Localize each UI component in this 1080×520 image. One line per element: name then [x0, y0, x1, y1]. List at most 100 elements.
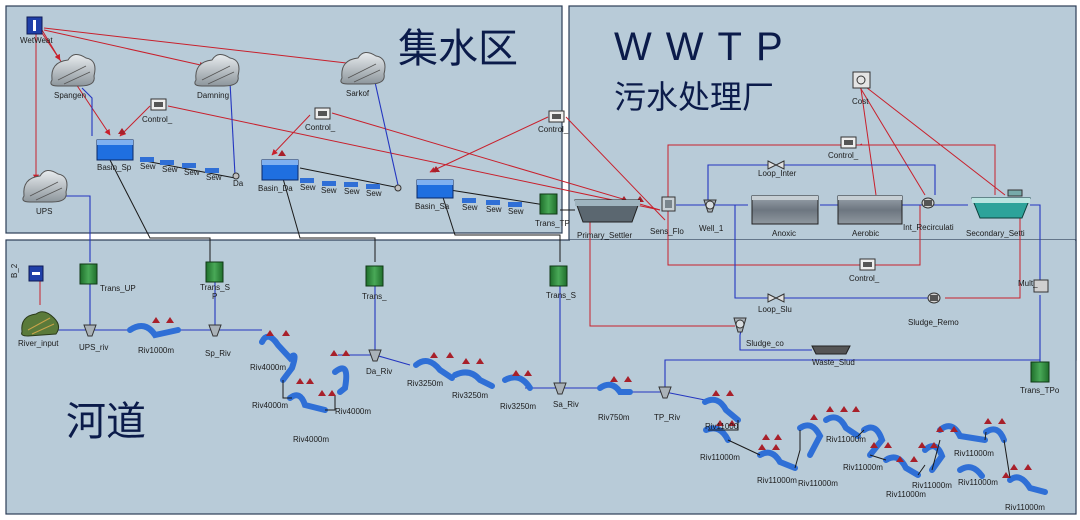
basin-sa[interactable]: Basin_Sa	[415, 179, 454, 211]
secondary-settler[interactable]: Secondary_Setti	[966, 189, 1031, 238]
sewer-segment[interactable]: Sew	[205, 168, 222, 182]
river-segment-labels: Riv1000m Riv4000m Riv4000m Riv4000m Riv4…	[138, 346, 1045, 512]
sa-riv-junction[interactable]: Sa_Riv	[553, 382, 579, 409]
anoxic-label: Anoxic	[772, 229, 796, 238]
control-block-5[interactable]: Control_	[849, 258, 880, 283]
sewer-segment[interactable]: Sew	[321, 181, 337, 195]
waste-slud-label: Waste_Slud	[812, 358, 855, 367]
riv-label: Riv750m	[598, 413, 630, 422]
flow-lines-dark	[109, 159, 575, 262]
sludge-co-node[interactable]: Sludge_co	[733, 317, 784, 348]
tp-riv-junction[interactable]: TP_Riv	[654, 386, 680, 422]
catchment-ups[interactable]: UPS	[22, 170, 68, 216]
control-block-4[interactable]: Control_	[828, 136, 859, 160]
sewer-chain-sp: Sew Sew Sew Sew Da	[140, 157, 244, 188]
da-riv-label: Da_Riv	[366, 367, 392, 376]
trans-node[interactable]: Trans_	[362, 265, 387, 301]
basin-sa-label: Basin_Sa	[415, 202, 450, 211]
sewer-label: Sew	[184, 168, 200, 177]
trans-up-node[interactable]: Trans_UP	[79, 263, 136, 293]
control-block-3[interactable]: Control_	[538, 110, 569, 134]
anoxic-reactor[interactable]: Anoxic	[751, 195, 819, 238]
sewer-label: Sew	[486, 205, 502, 214]
control-label-3: Control_	[538, 125, 569, 134]
trans-s2-node[interactable]: Trans_S	[546, 265, 576, 300]
sewer-segment[interactable]: Sew	[508, 202, 524, 216]
trans-tp-node[interactable]: Trans_TP	[535, 193, 570, 228]
flow-lines-blue	[56, 81, 1041, 360]
control-block-2[interactable]: Control_	[305, 107, 336, 132]
sewer-label: Sew	[462, 203, 478, 212]
sewer-segment[interactable]: Sew	[462, 198, 478, 212]
loop-slu-node[interactable]: Loop_Slu	[758, 293, 792, 314]
sewer-segment[interactable]: Sew	[160, 160, 178, 174]
river-input-label: River_input	[18, 339, 59, 348]
sewer-chain-sa: Sew Sew Sew	[462, 198, 524, 216]
trans-s-label: Trans_S	[200, 283, 230, 292]
sludge-removal-node[interactable]: Sludge_Remo	[908, 292, 959, 327]
da-junction-label: Da	[233, 179, 244, 188]
catchment-damning[interactable]: Damning	[194, 54, 240, 100]
basin-sp-label: Basin_Sp	[97, 163, 132, 172]
trans-s-p-label: P	[212, 292, 217, 301]
sewer-segment[interactable]: Sew	[366, 184, 382, 198]
waste-sludge-node[interactable]: Waste_Slud	[811, 345, 855, 367]
well-1-node[interactable]: Well_1	[699, 199, 724, 233]
sens-flo-node[interactable]: Sens_Flo	[650, 196, 684, 236]
sa-riv-label: Sa_Riv	[553, 400, 579, 409]
loop-inter-label: Loop_Inter	[758, 169, 797, 178]
sewer-segment[interactable]: Sew	[486, 200, 502, 214]
int-recirculati-label: Int_Recirculati	[903, 223, 954, 232]
control-block-1[interactable]: Control_	[142, 98, 173, 124]
mult-label: Mult_	[1018, 279, 1038, 288]
riv-label: Riv11000m	[954, 449, 994, 458]
sewer-segment[interactable]: Sew	[140, 157, 156, 171]
aerobic-reactor[interactable]: Aerobic	[837, 195, 903, 238]
junction-nodes	[232, 172, 402, 192]
mult-node[interactable]: Mult_	[1018, 279, 1049, 293]
riv-label: Riv4000m	[250, 363, 286, 372]
int-recirculation-node[interactable]: Int_Recirculati	[903, 197, 954, 232]
trans-s-node[interactable]: Trans_S P	[200, 261, 230, 301]
catchment-sarkof[interactable]: Sarkof	[340, 52, 386, 98]
riv-label: Riv11000m	[843, 463, 883, 472]
aerobic-label: Aerobic	[852, 229, 879, 238]
b2-label: B_2	[10, 263, 19, 278]
catchment-spangen[interactable]: Spangen	[50, 54, 96, 100]
riv-label: Riv1000m	[138, 346, 174, 355]
riv-label: Riv11000m	[1005, 503, 1045, 512]
cost-node[interactable]: Cost	[852, 71, 871, 106]
wwtp-subtitle: 污水处理厂	[614, 78, 774, 116]
sewer-label: Sew	[162, 165, 178, 174]
wetweat-node[interactable]: WetWeat	[20, 16, 53, 45]
da-riv-junction[interactable]: Da_Riv	[366, 349, 392, 376]
b2-node[interactable]: B_2	[10, 263, 44, 282]
riv-label: Riv4000m	[252, 401, 288, 410]
control-label-4: Control_	[828, 151, 859, 160]
ups-riv-junction[interactable]: UPS_riv	[79, 324, 108, 352]
sewer-label: Sew	[344, 187, 360, 196]
sp-riv-junction[interactable]: Sp_Riv	[205, 324, 231, 358]
sewer-segment[interactable]: Sew	[182, 163, 200, 177]
trans-tpo-label: Trans_TPo	[1020, 386, 1060, 395]
riv-label: Riv11000m	[886, 490, 926, 499]
basin-da[interactable]: Basin_Da	[258, 159, 299, 193]
catchment-title: 集水区	[398, 26, 518, 72]
control-label-5: Control_	[849, 274, 880, 283]
loop-inter-node[interactable]: Loop_Inter	[758, 160, 797, 178]
trans-tp-label: Trans_TP	[535, 219, 570, 228]
tp-riv-label: TP_Riv	[654, 413, 680, 422]
sewer-segment[interactable]: Sew	[344, 182, 360, 196]
primary-settler[interactable]: Primary_Settler	[574, 199, 641, 240]
sewer-label: Sew	[300, 183, 316, 192]
riv-label: Riv11000	[705, 422, 739, 431]
basin-sp[interactable]: Basin_Sp	[96, 139, 134, 172]
sludge-remo-label: Sludge_Remo	[908, 318, 959, 327]
river-input-node[interactable]: River_input	[18, 311, 59, 348]
sewer-segment[interactable]: Sew	[300, 178, 316, 192]
sp-riv-label: Sp_Riv	[205, 349, 231, 358]
sens-flo-label: Sens_Flo	[650, 227, 684, 236]
riv-label: Riv3250m	[500, 402, 536, 411]
riv-label: Riv11000m	[757, 476, 797, 485]
trans-tpo-node[interactable]: Trans_TPo	[1020, 361, 1060, 395]
